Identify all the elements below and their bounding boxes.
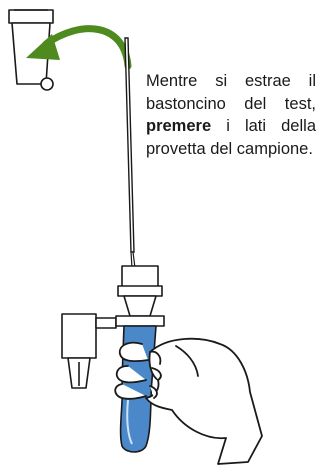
instruction-text-after: i lati della provetta del campione. [146, 117, 316, 158]
sample-tube-icon [61, 265, 165, 453]
instruction-text: Mentre si estrae il bastoncino del test,… [146, 70, 316, 160]
test-swab-icon [124, 37, 136, 269]
instruction-text-emphasis: premere [146, 117, 212, 135]
instruction-text-before: Mentre si estrae il bastoncino del test, [146, 72, 316, 113]
hand-icon [114, 337, 263, 465]
